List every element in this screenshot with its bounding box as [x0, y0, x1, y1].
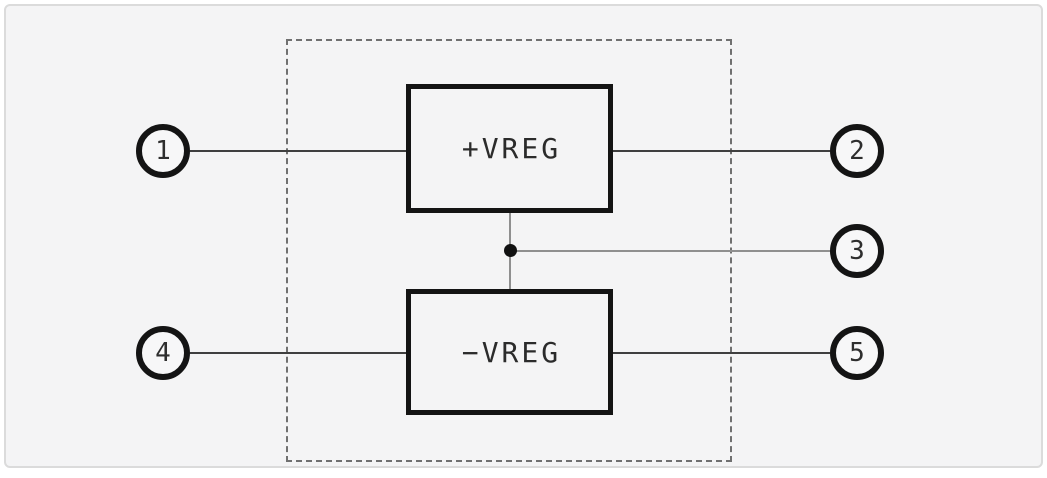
- wire-junction-to-terminal3: [511, 250, 830, 252]
- junction-dot: [504, 244, 517, 257]
- terminal-4: 4: [136, 326, 190, 380]
- wire-terminal4-to-negvreg: [190, 352, 406, 354]
- terminal-4-number: 4: [155, 338, 171, 368]
- terminal-2-number: 2: [849, 136, 865, 166]
- terminal-3-number: 3: [849, 236, 865, 266]
- wire-posvreg-to-terminal2: [613, 150, 830, 152]
- pos-vreg-block: +VREG: [406, 84, 613, 213]
- wire-negvreg-to-terminal5: [613, 352, 830, 354]
- neg-vreg-block: −VREG: [406, 289, 613, 415]
- wire-terminal1-to-posvreg: [190, 150, 406, 152]
- terminal-2: 2: [830, 124, 884, 178]
- terminal-5-number: 5: [849, 338, 865, 368]
- terminal-3: 3: [830, 224, 884, 278]
- diagram-frame: +VREG −VREG 1 2 3 4 5: [4, 4, 1043, 468]
- terminal-1: 1: [136, 124, 190, 178]
- neg-vreg-label: −VREG: [461, 335, 562, 369]
- terminal-1-number: 1: [155, 136, 171, 166]
- pos-vreg-label: +VREG: [461, 132, 562, 165]
- terminal-5: 5: [830, 326, 884, 380]
